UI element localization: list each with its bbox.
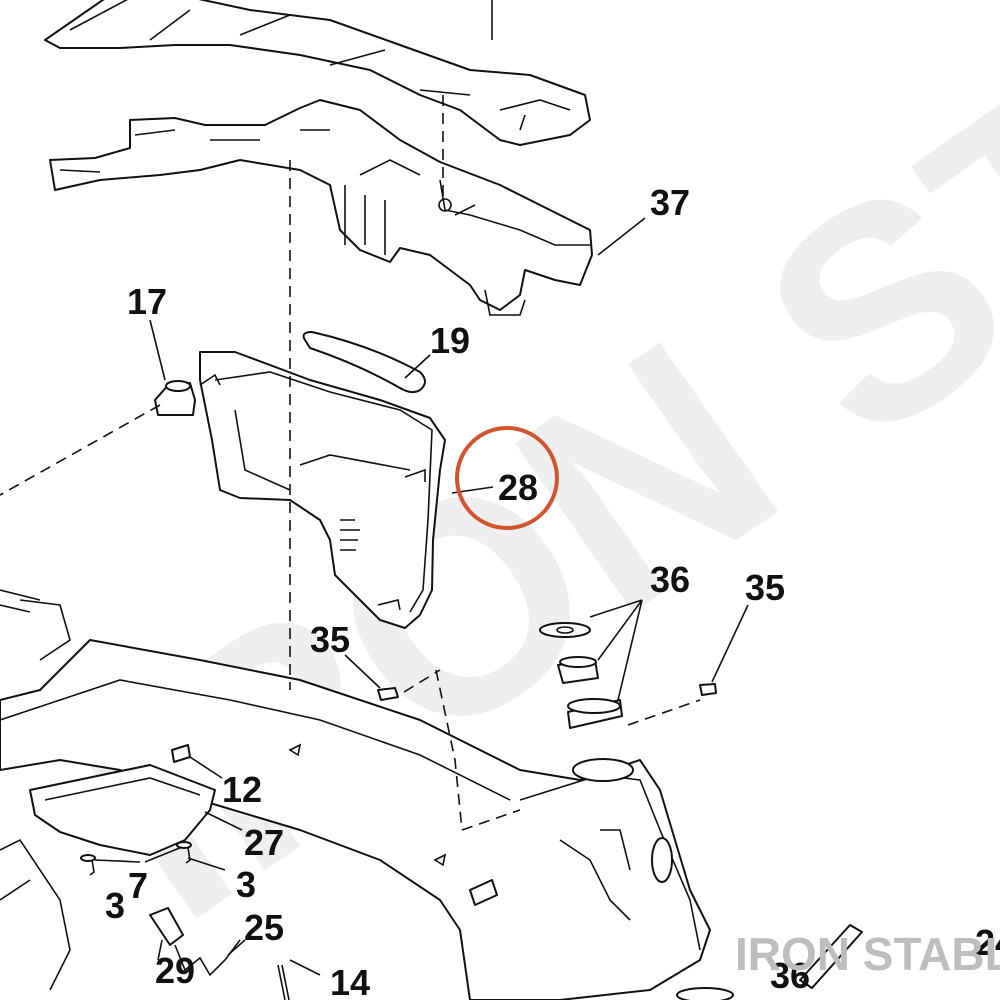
small-side-cover [29,764,216,856]
callout-29: 29 [155,950,195,991]
gasket-strip [302,331,426,394]
upper-bracket-rear [44,0,591,146]
callout-35-left: 35 [310,619,350,660]
callout-14: 14 [330,962,370,1000]
alignment-dashes [0,95,701,831]
screw-right [176,841,192,864]
callout-36-lower: 36 [770,955,810,996]
callout-36-upper: 36 [650,559,690,600]
corner-watermark: IRON STABLE [735,928,1000,980]
callout-3-left: 3 [105,885,125,926]
highlight-ring [455,426,559,530]
rod-36 [799,924,863,989]
callout-37: 37 [650,182,690,223]
rod-14 [277,964,290,1000]
callout-27: 27 [244,822,284,863]
side-cover-panel [199,351,446,629]
callout-24: 24 [975,922,1000,963]
callout-25: 25 [244,907,284,948]
washer-nut-bearing-stack [539,622,623,729]
pin-left [377,687,399,701]
callout-35-right: 35 [745,567,785,608]
callout-17: 17 [127,281,167,322]
sensor-plug [149,907,241,977]
bottom-washer [676,987,734,1000]
leader-lines [94,217,749,976]
callout-19: 19 [430,320,470,361]
callout-7: 7 [128,865,148,906]
rubber-grommet [154,380,196,416]
screw-left [80,854,96,876]
callout-12: 12 [222,769,262,810]
pin-right [699,683,717,696]
callout-28: 28 [498,467,538,508]
callout-3-right: 3 [236,864,256,905]
